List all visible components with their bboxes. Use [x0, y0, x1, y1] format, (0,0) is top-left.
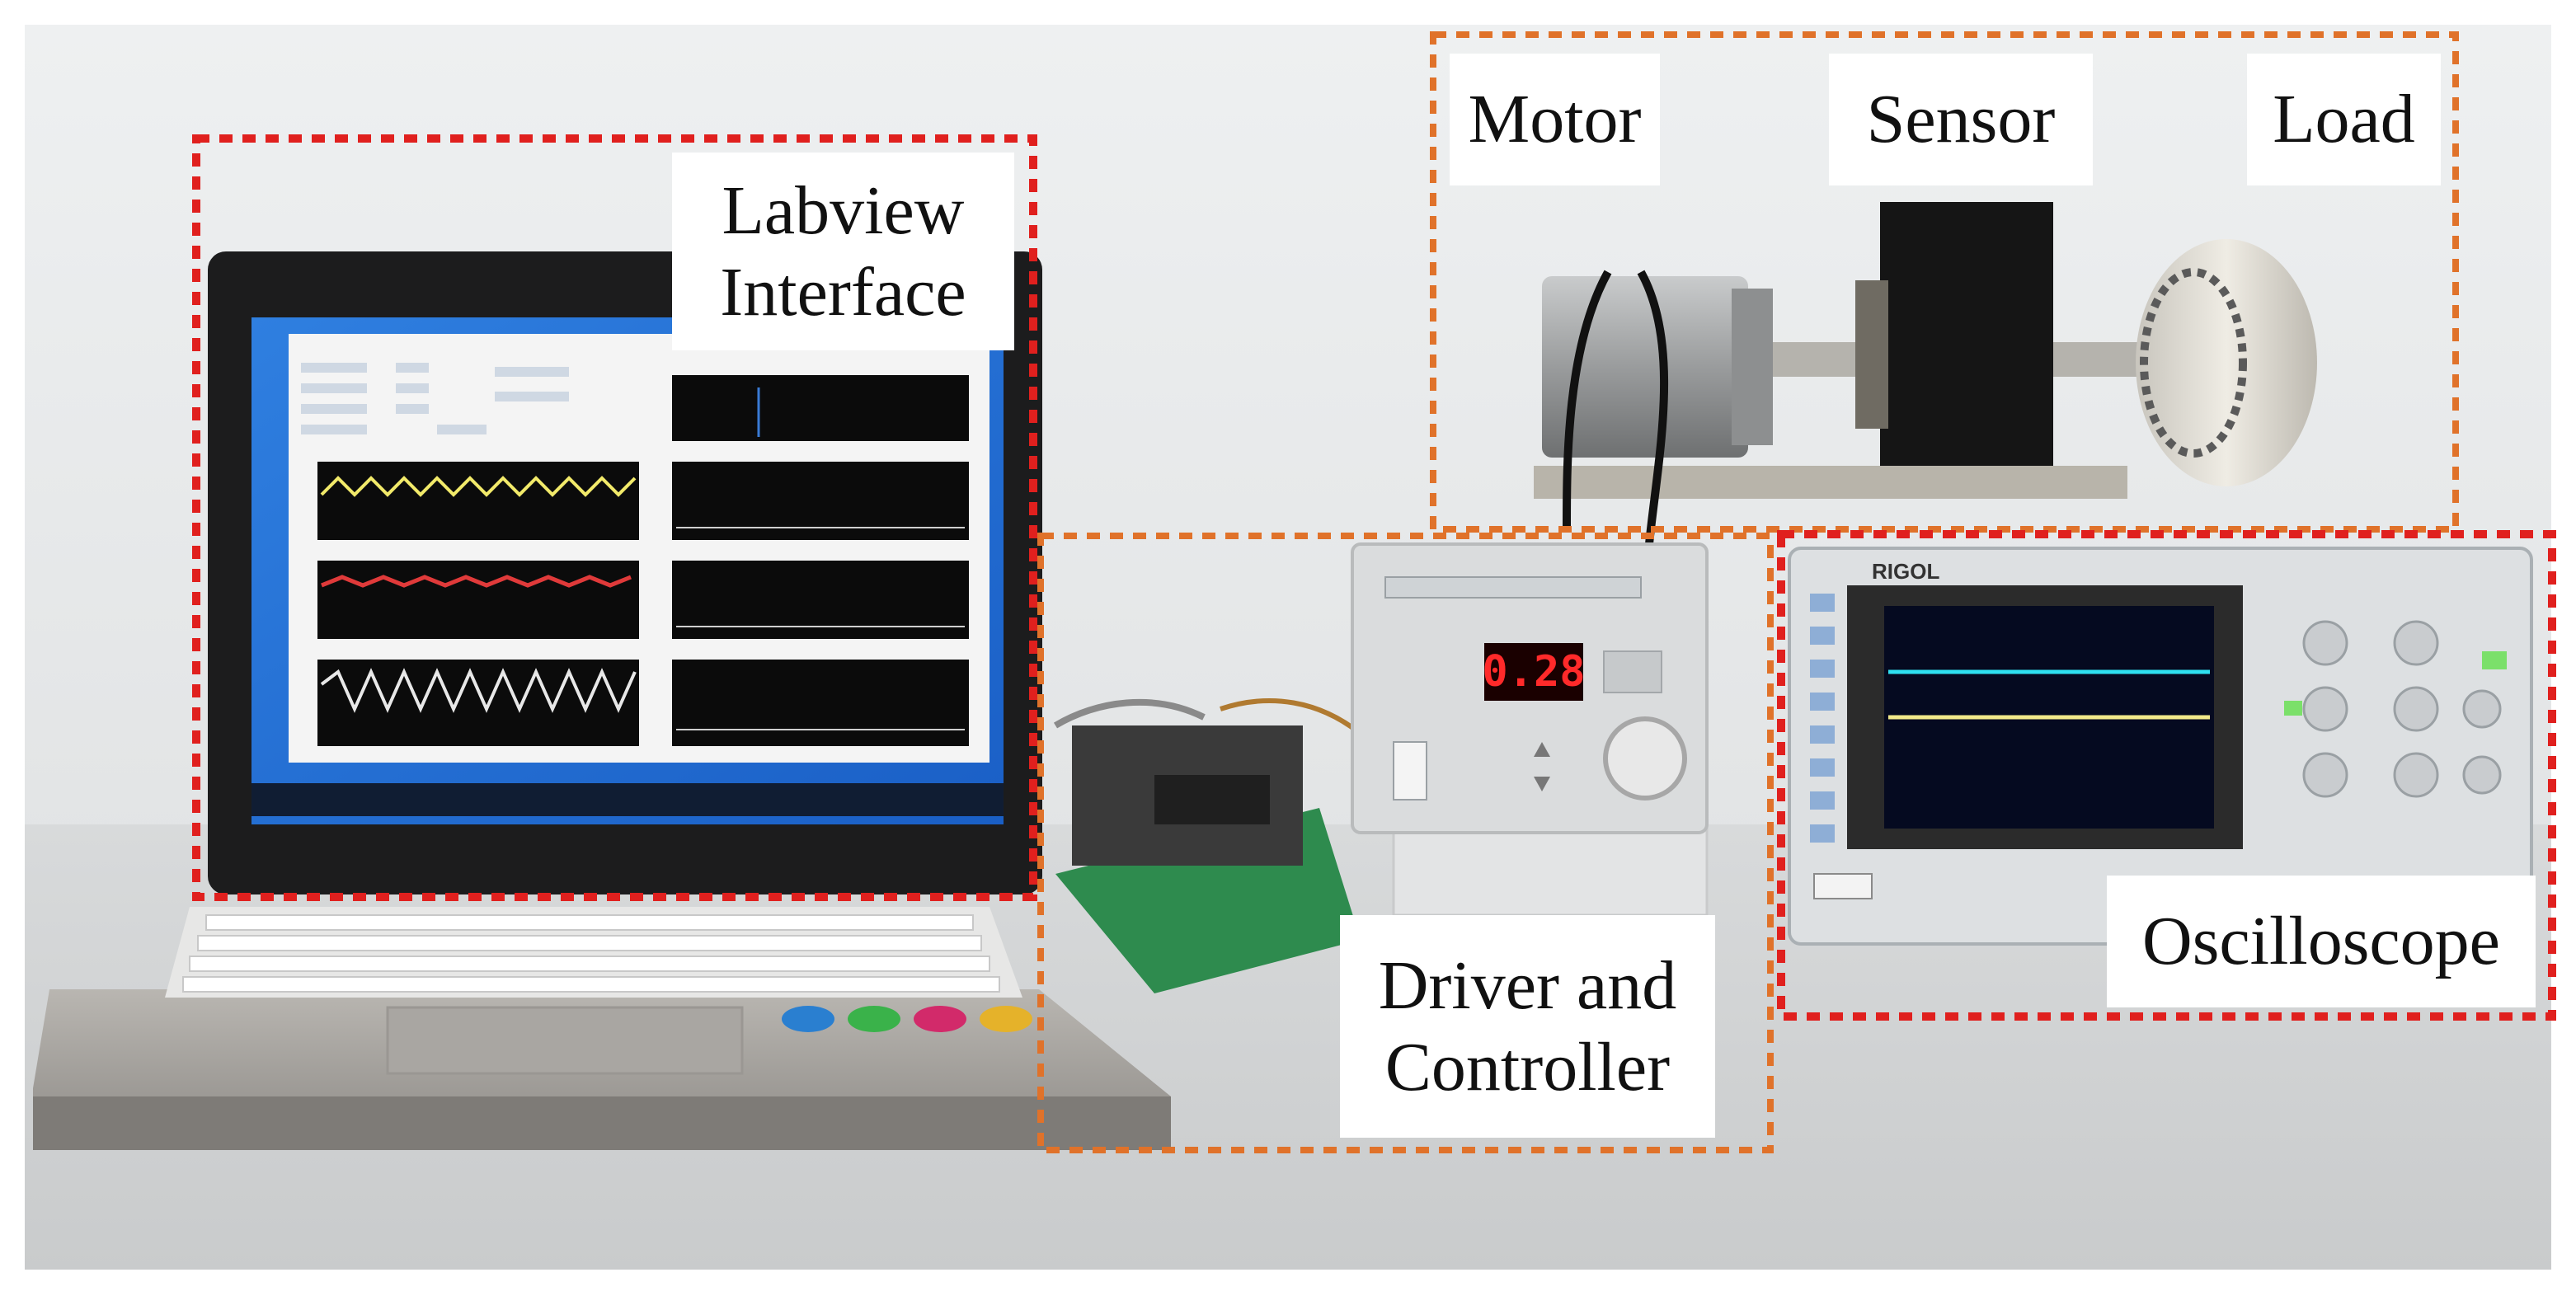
label-load-text: Load [2273, 81, 2415, 158]
frame-driver-controller [1037, 533, 1774, 1153]
driver-display-digits: 0.28 [1482, 647, 1585, 697]
sensor-side [1855, 280, 1888, 429]
laptop-stickers [782, 1006, 1032, 1032]
label-motor: Motor [1450, 54, 1660, 185]
label-labview-line2: Interface [720, 254, 966, 331]
scope-knobs [2302, 620, 2502, 798]
label-oscilloscope-text: Oscilloscope [2142, 903, 2500, 980]
scope-brand: RIGOL [1872, 559, 1939, 584]
scope-side-buttons [1810, 594, 1835, 843]
test-rig [1534, 202, 2317, 545]
label-labview-line1: Labview [722, 171, 965, 249]
rig-baseplate [1534, 466, 2127, 499]
motor-cables [1563, 270, 1612, 528]
keyboard-keys [182, 914, 1000, 993]
load-brake [2136, 239, 2317, 486]
frame-oscilloscope [1777, 530, 2556, 1021]
label-motor-text: Motor [1468, 81, 1642, 158]
scope-usb-slot [1813, 873, 1873, 899]
label-driver-controller: Driver and Controller [1340, 915, 1715, 1138]
label-driver-line1: Driver and [1378, 946, 1677, 1024]
frame-labview [192, 134, 1037, 901]
shaft-2 [2053, 342, 2152, 377]
laptop [33, 251, 1171, 1150]
labview-controls [301, 363, 569, 434]
label-sensor-text: Sensor [1866, 81, 2056, 158]
driver-power-switch [1393, 741, 1427, 801]
driver-controller-unit: 0.28 [1351, 542, 1709, 917]
driver-stand [1392, 823, 1709, 917]
driver-title-strip [1384, 576, 1642, 599]
label-driver-line2: Controller [1384, 1029, 1671, 1106]
laptop-base-front [33, 1096, 1171, 1150]
labview-graphs [317, 375, 969, 746]
label-oscilloscope: Oscilloscope [2107, 876, 2536, 1007]
label-load: Load [2247, 54, 2441, 185]
motor-flange [1732, 289, 1773, 445]
driver-display [1484, 643, 1583, 701]
control-board [1053, 698, 1362, 993]
label-labview-interface: Labview Interface [672, 153, 1014, 350]
taskbar [251, 783, 1004, 816]
label-sensor: Sensor [1829, 54, 2093, 185]
oscilloscope: RIGOL [1788, 547, 2533, 946]
motor-body [1542, 276, 1748, 458]
load-fins [2140, 268, 2247, 458]
sensor-body [1880, 202, 2053, 466]
frame-motor-sensor-load [1430, 31, 2459, 533]
driver-knob [1603, 716, 1687, 801]
touchpad [386, 1006, 744, 1075]
